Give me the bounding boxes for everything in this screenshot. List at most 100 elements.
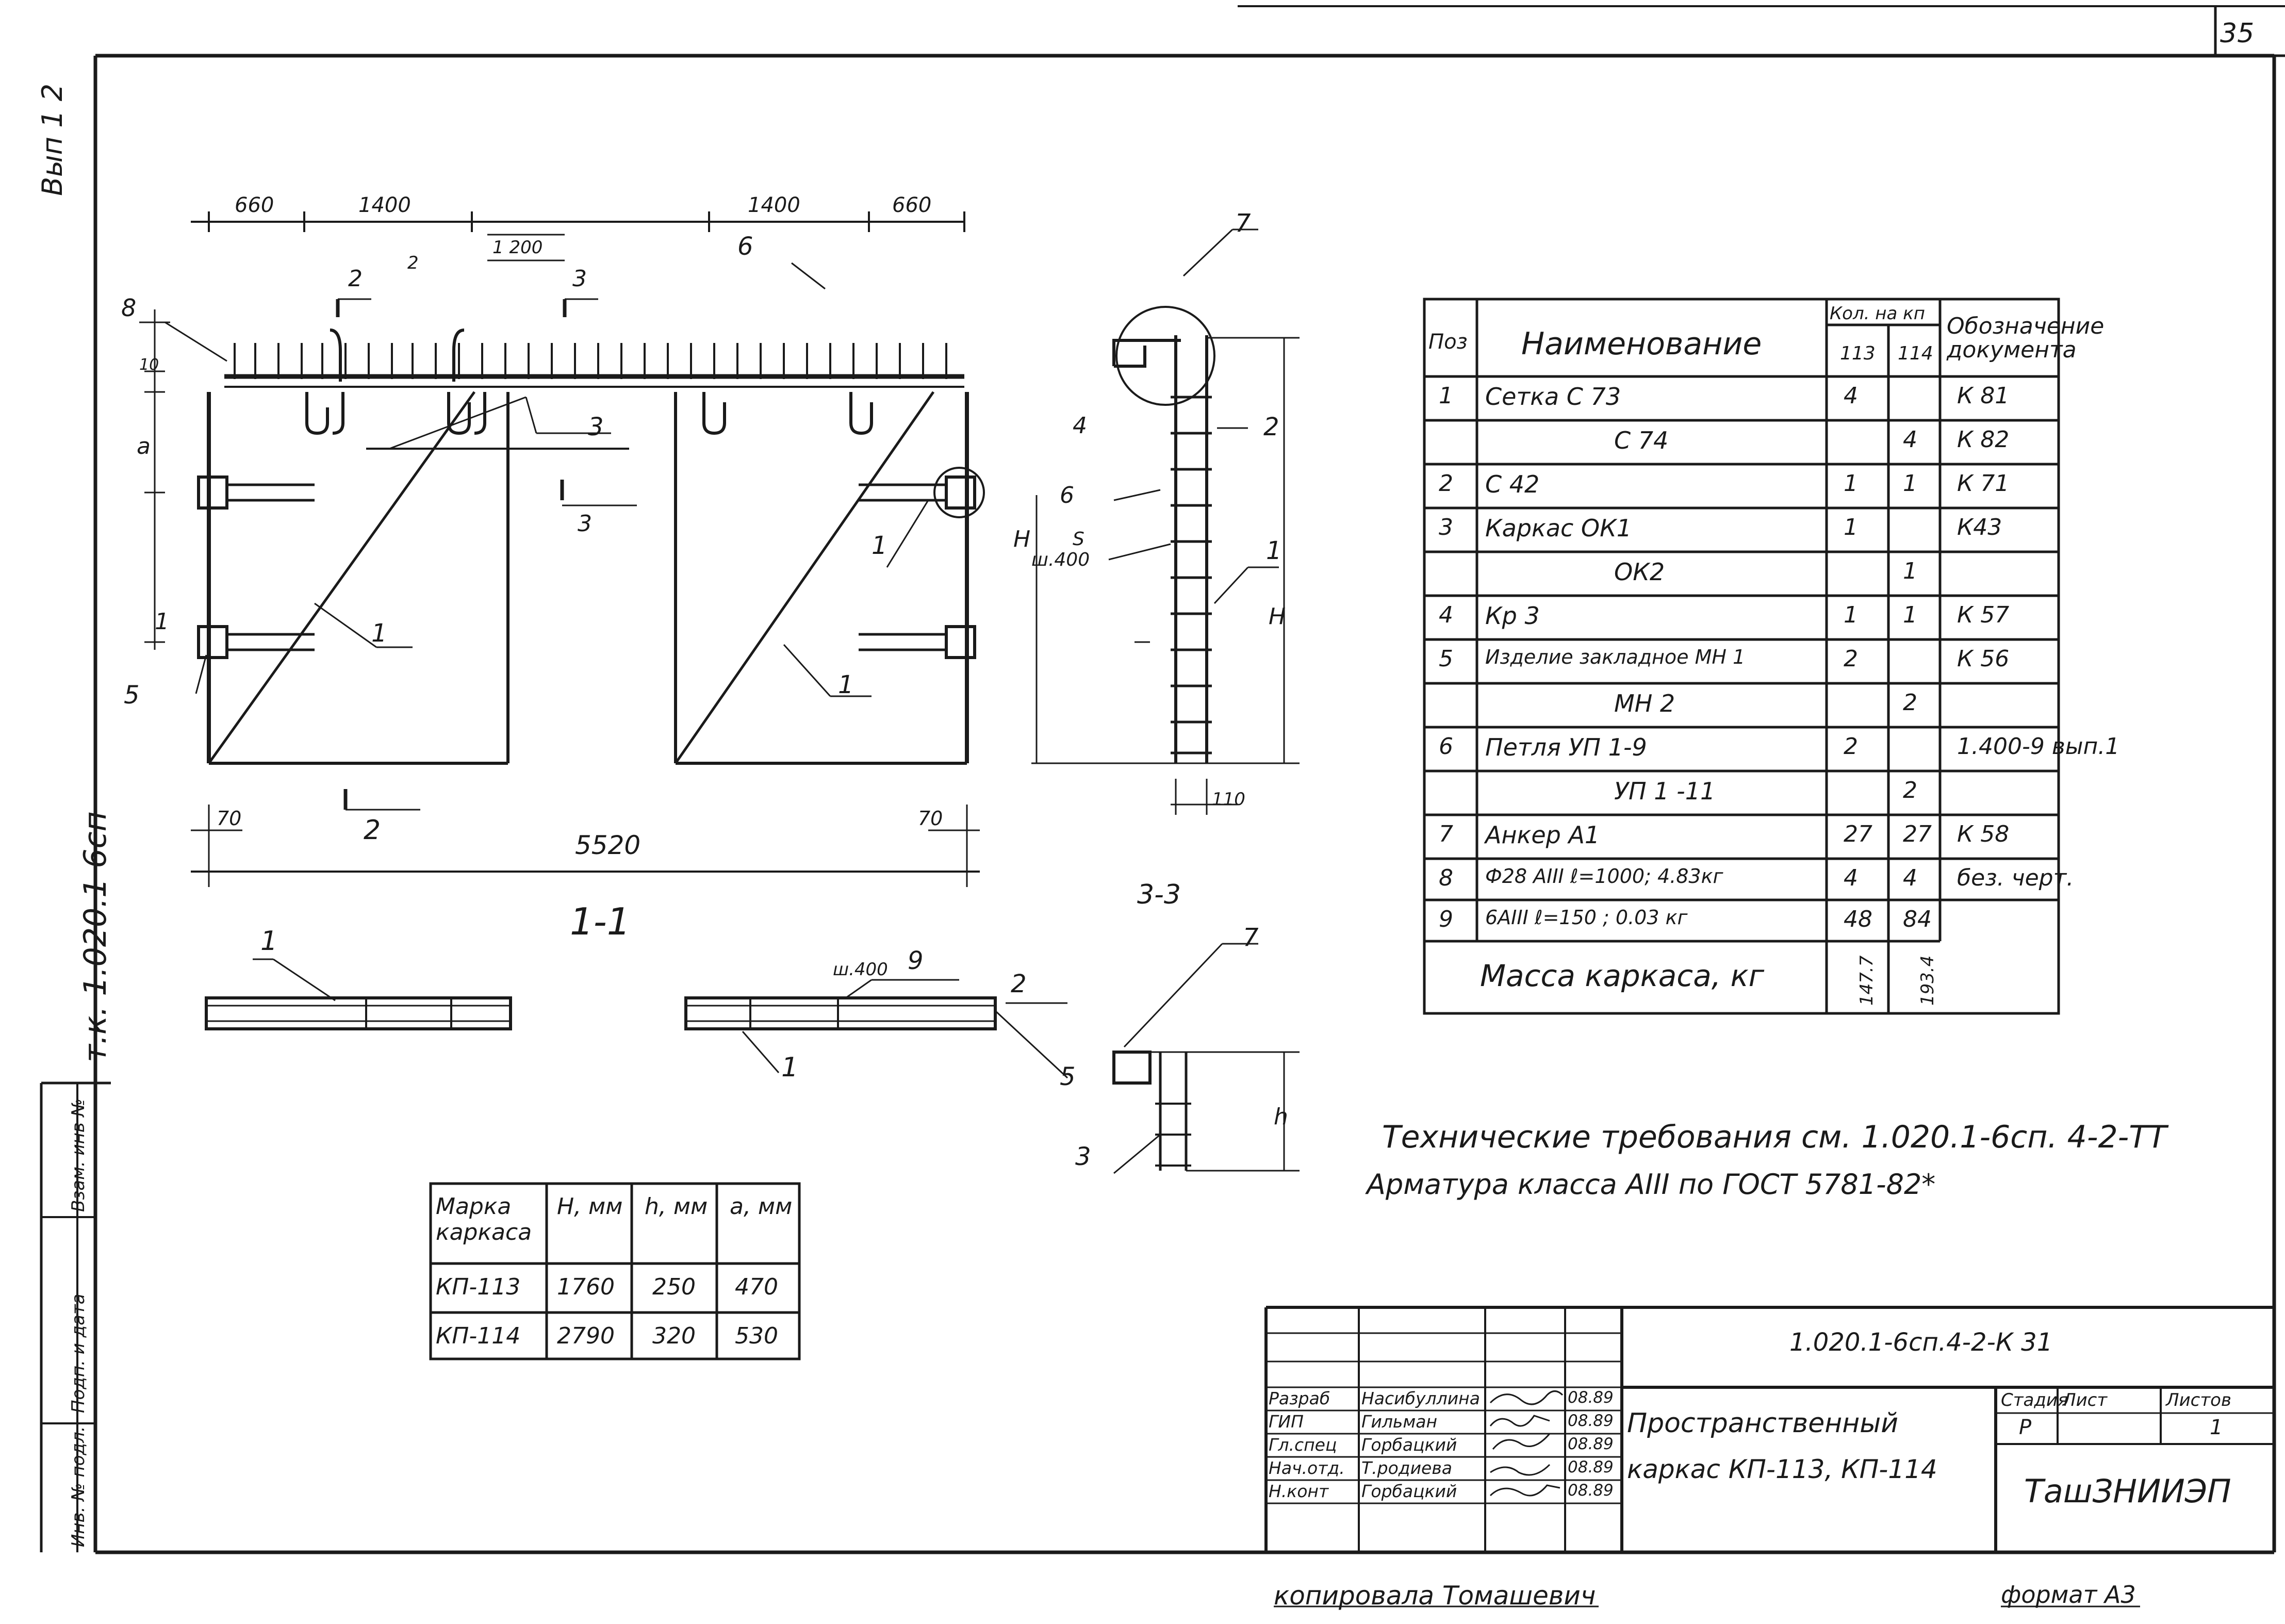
callout-6-b: 6	[1060, 482, 1074, 508]
tb-role-5: Н.конт	[1269, 1481, 1329, 1501]
dim-660-left: 660	[235, 193, 274, 217]
spec-name: Ф28 АIII ℓ=1000; 4.83кг	[1485, 865, 1723, 888]
spec-name: Изделие закладное МН 1	[1485, 646, 1746, 668]
spec-name: Кр 3	[1485, 602, 1540, 630]
tb-date-1: 08.89	[1568, 1388, 1614, 1407]
spec-qty-113: 1	[1844, 514, 1858, 540]
dim-1400-left: 1400	[358, 193, 411, 217]
section-mark-1: 1	[155, 609, 169, 635]
tb-role-3: Гл.спец	[1269, 1435, 1337, 1455]
dim-u400-plan: ш.400	[833, 959, 888, 980]
spec-doc: К 81	[1957, 383, 2010, 409]
spec-qty-113: 48	[1844, 906, 1872, 932]
spec-name: Анкер А1	[1485, 821, 1600, 849]
tb-title-line2: каркас КП-113, КП-114	[1627, 1454, 1937, 1484]
callout-5-b: 5	[1060, 1062, 1076, 1091]
callout-1-b: 1	[838, 670, 854, 699]
dim-1400-right: 1400	[748, 193, 800, 217]
section-mark-2-top: 2	[348, 266, 363, 292]
spec-qty-114: 2	[1903, 690, 1917, 716]
marks-row1-a: 470	[735, 1274, 778, 1300]
spec-header-pos: Поз	[1428, 330, 1468, 354]
spec-header-doc: Обозначение документа	[1947, 313, 2105, 363]
callout-1-plan-b: 1	[781, 1052, 799, 1083]
spec-qty-114: 84	[1903, 906, 1932, 932]
series-label: т.к. 1.020.1 6сп	[77, 811, 113, 1062]
spec-name: Каркас ОК1	[1485, 514, 1632, 542]
tb-date-4: 08.89	[1568, 1458, 1614, 1477]
title-doc-code: 1.020.1-6сп.4-2-К 31	[1789, 1328, 2053, 1357]
spec-qty-114: 1	[1903, 470, 1917, 497]
spec-mass-113: 147.7	[1856, 955, 1877, 1006]
spec-mass-114: 193.4	[1917, 955, 1938, 1006]
spec-pos: 3	[1439, 514, 1453, 540]
marks-row2-h: 320	[652, 1323, 696, 1349]
tb-role-2: ГИП	[1269, 1412, 1304, 1432]
dim-u400: ш.400	[1031, 549, 1090, 570]
note-tech-requirements: Технические требования см. 1.020.1-6сп. …	[1382, 1119, 2167, 1155]
dim-70-left: 70	[217, 807, 242, 830]
marks-row2-a: 530	[735, 1323, 778, 1349]
spec-qty-113: 4	[1844, 865, 1858, 891]
spec-qty-114: 1	[1903, 558, 1917, 584]
spec-header-qty: Кол. на кп	[1830, 303, 1925, 324]
dim-total: 5520	[575, 830, 641, 860]
spec-doc: К 82	[1957, 426, 2010, 453]
tb-name-2: Гильман	[1361, 1412, 1438, 1432]
callout-1-d: 1	[1266, 536, 1282, 565]
callout-7-b: 7	[1243, 923, 1259, 952]
spec-qty-114: 1	[1903, 602, 1917, 628]
sheet-format: формат А3	[2001, 1581, 2136, 1609]
spec-qty-113: 2	[1844, 646, 1858, 672]
spec-mass-label: Масса каркаса, кг	[1480, 958, 1765, 993]
callout-4: 4	[1073, 413, 1087, 439]
callout-1-plan-a: 1	[260, 926, 278, 957]
tb-name-3: Горбацкий	[1361, 1435, 1457, 1455]
label-10: 10	[139, 356, 159, 374]
vypusk-label: Вып 1 2	[36, 83, 69, 196]
spec-qty-114: 4	[1903, 865, 1917, 891]
spec-name: 6АIII ℓ=150 ; 0.03 кг	[1485, 906, 1688, 929]
callout-6-a: 6	[737, 232, 753, 261]
dim-660-right: 660	[892, 193, 932, 217]
label-H-left: H	[1013, 526, 1031, 552]
stamp-sign-date: Подп. и дата	[68, 1293, 89, 1413]
spec-pos: 7	[1439, 821, 1453, 847]
dim-center: 1 200	[492, 237, 543, 258]
callout-1-c: 1	[872, 531, 887, 560]
stamp-inv-no: Инв. № подл.	[68, 1426, 89, 1547]
callout-3-a: 3	[588, 413, 604, 441]
tb-stage: Р	[2019, 1416, 2032, 1439]
tb-date-3: 08.89	[1568, 1435, 1614, 1453]
spec-qty-113: 2	[1844, 733, 1858, 760]
callout-7-a: 7	[1235, 209, 1251, 238]
section-1-1: 1-1	[570, 900, 631, 943]
callout-8: 8	[121, 294, 137, 322]
tb-name-5: Горбацкий	[1361, 1481, 1457, 1501]
spec-name: С 74	[1614, 426, 1669, 454]
tb-role-1: Разраб	[1269, 1388, 1330, 1408]
spec-doc: К 71	[1957, 470, 2010, 497]
marks-row2-mark: КП-114	[436, 1323, 521, 1349]
marks-header-mark: Марка каркаса	[436, 1193, 532, 1245]
spec-doc: К 56	[1957, 646, 2010, 672]
spec-name: С 42	[1485, 470, 1540, 498]
marks-row1-h: 250	[652, 1274, 696, 1300]
callout-2-b: 2	[1011, 970, 1027, 998]
stamp-replaced-inv: Взам. инв №	[68, 1098, 89, 1212]
spec-pos: 1	[1439, 383, 1453, 409]
spec-doc: К 58	[1957, 821, 2010, 847]
tb-name-1: Насибуллина	[1361, 1388, 1480, 1408]
spec-qty-113: 1	[1844, 602, 1858, 628]
callout-2-top: 2	[407, 253, 419, 273]
spec-qty-114: 27	[1903, 821, 1932, 847]
label-H-right: H	[1269, 603, 1286, 630]
spec-doc: без. черт.	[1957, 865, 2074, 891]
spec-header-114: 114	[1898, 343, 1933, 364]
label-h: h	[1274, 1104, 1288, 1130]
dim-110: 110	[1212, 789, 1245, 810]
section-mark-3-top: 3	[572, 266, 587, 292]
spec-doc: К43	[1957, 514, 2002, 540]
section-3-3: 3-3	[1137, 879, 1181, 910]
